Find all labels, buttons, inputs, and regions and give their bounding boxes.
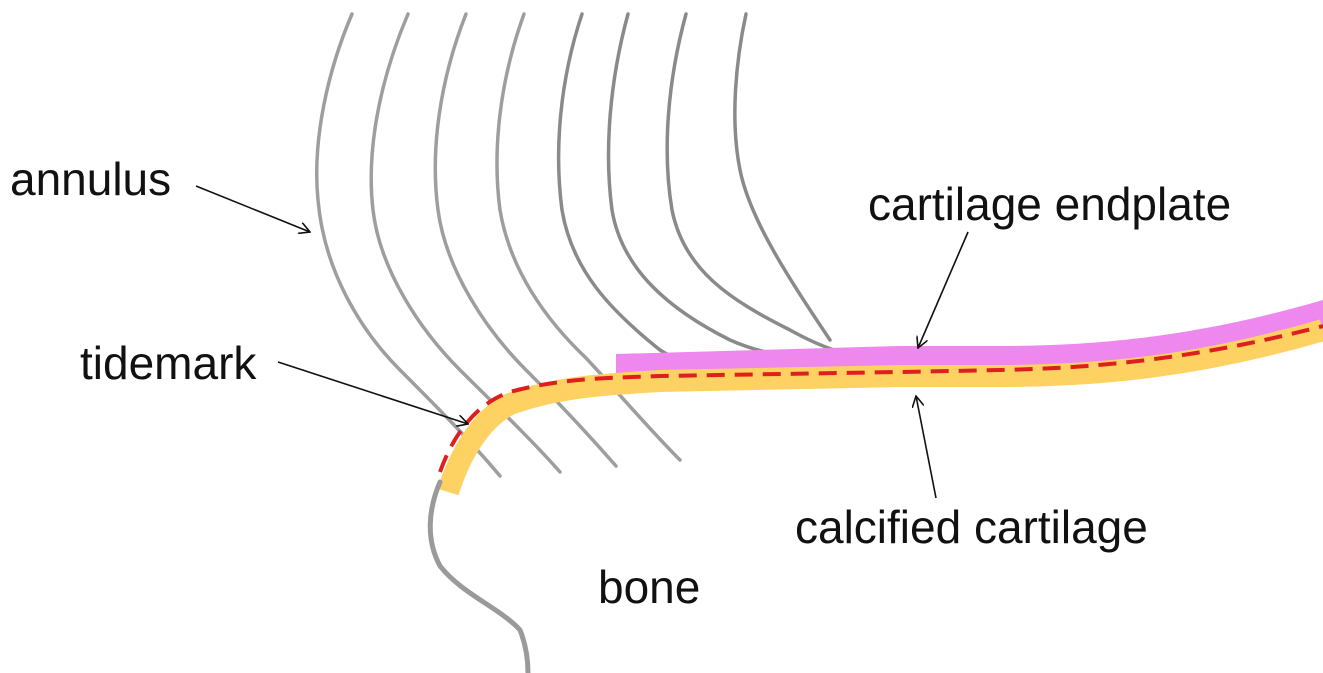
- annulus-fiber: [667, 14, 834, 350]
- bone-outline: [430, 482, 528, 673]
- cartilage-endplate-arrow: [918, 232, 968, 348]
- annulus-label: annulus: [10, 156, 171, 202]
- tidemark-arrow: [278, 362, 468, 424]
- annulus-fibers: [317, 14, 834, 476]
- callout-arrows: [196, 186, 968, 498]
- annulus-fiber: [735, 14, 830, 340]
- annulus-fiber: [609, 14, 776, 354]
- tidemark-label: tidemark: [80, 340, 256, 386]
- cartilage-endplate-label: cartilage endplate: [868, 181, 1231, 227]
- annulus-fiber: [317, 14, 500, 476]
- annulus-fiber: [559, 14, 700, 366]
- bone-label: bone: [598, 564, 700, 610]
- annulus-arrow: [196, 186, 310, 232]
- calcified-cartilage-arrow: [916, 396, 936, 498]
- calcified-cartilage-label: calcified cartilage: [795, 504, 1148, 550]
